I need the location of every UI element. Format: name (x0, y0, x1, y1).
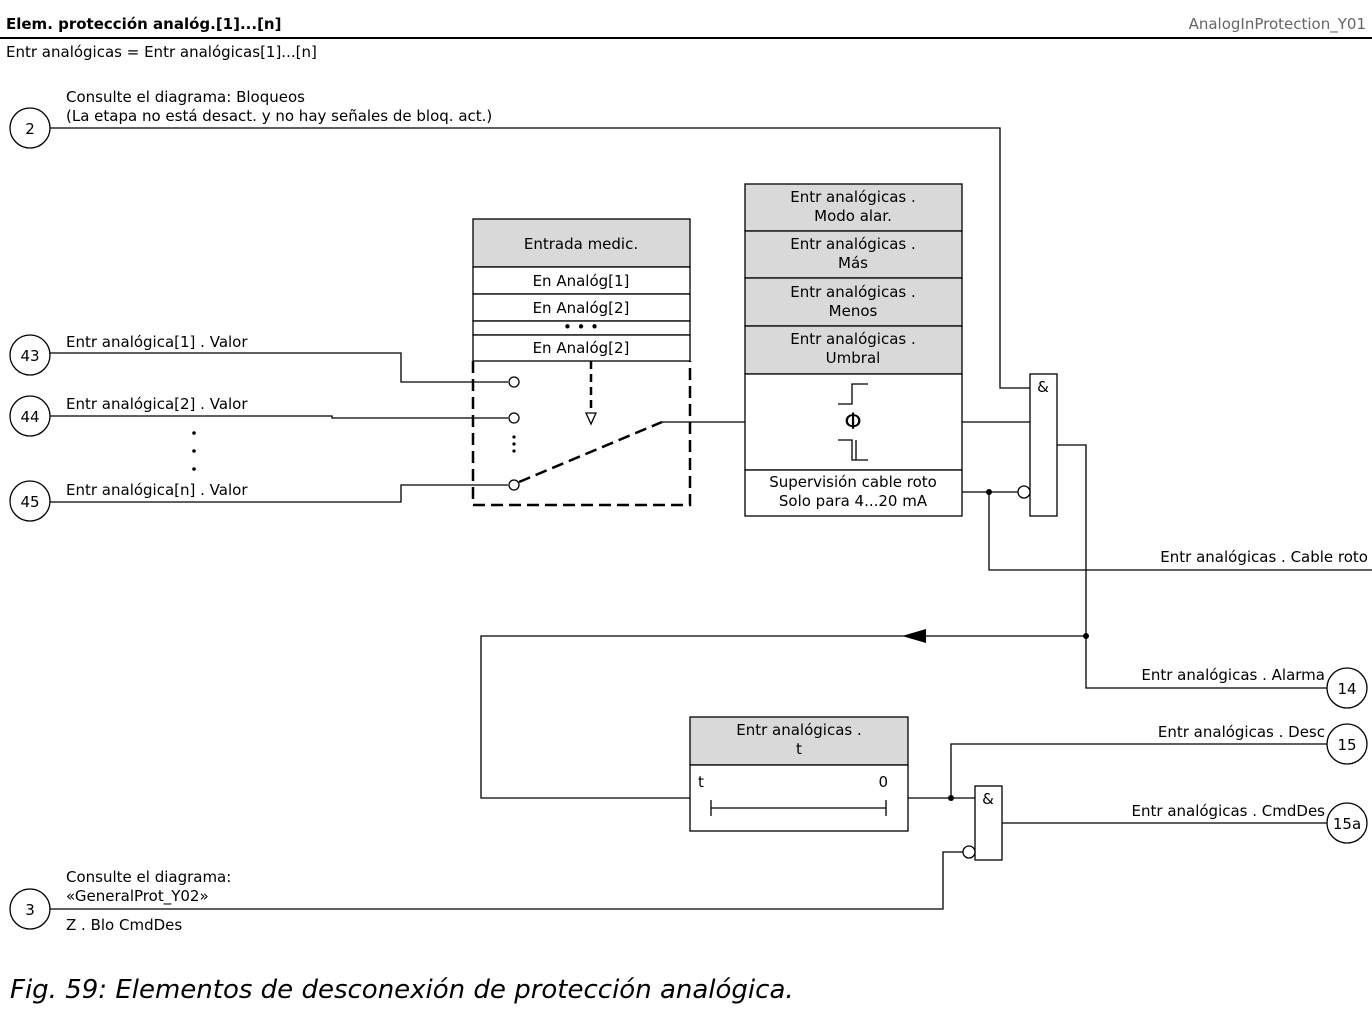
input-43-connector (9, 334, 51, 376)
output-trip-command-label: Entr analógicas . CmdDes (1132, 802, 1326, 820)
output-15a-connector (1326, 802, 1368, 844)
output-14-number: 14 (1337, 680, 1356, 698)
falling-edge-icon (838, 439, 868, 461)
diagram-subtitle: Entr analógicas = Entr analógicas[1]...[… (6, 43, 317, 61)
input-3-wire (50, 851, 963, 910)
input-43-wire (50, 352, 508, 383)
analog-settings-block: Entr analógicas . Modo alar. Entr analóg… (744, 183, 963, 517)
figure-caption: Fig. 59: Elementos de desconexión de pro… (10, 975, 794, 1005)
and-gate-inverted-input (962, 845, 976, 859)
diagram-id: AnalogInProtection_Y01 (1189, 15, 1366, 34)
timer-block: Entr analógicas . t t 0 (689, 716, 909, 832)
input-45-number: 45 (20, 493, 39, 511)
input-43-number: 43 (20, 347, 39, 365)
setting-threshold-2: Umbral (826, 349, 881, 367)
output-14-connector (1326, 667, 1368, 709)
supervision-label-2: Solo para 4...20 mA (779, 492, 928, 510)
selector-row: En Analóg[2] (533, 339, 630, 357)
setting-minus-1: Entr analógicas . (790, 283, 916, 301)
output-trip-label: Entr analógicas . Desc (1158, 723, 1325, 741)
diagram-title: Elem. protección analóg.[1]...[n] (6, 15, 281, 33)
and-gate-inverted-input (1017, 485, 1031, 499)
supervision-label-1: Supervisión cable roto (769, 473, 937, 491)
input-44-wire (50, 415, 508, 419)
input-ellipsis-dot (192, 449, 196, 453)
input-selector-switch (471, 361, 745, 507)
input-44-label: Entr analógica[2] . Valor (66, 395, 248, 413)
setting-threshold-1: Entr analógicas . (790, 330, 916, 348)
input-45-label: Entr analógica[n] . Valor (66, 481, 248, 499)
flow-arrow-icon (902, 629, 926, 643)
input-45-connector (9, 480, 51, 522)
input-ellipsis-dot (192, 431, 196, 435)
and-gate-alarm-symbol: & (1037, 378, 1049, 396)
timer-t-label: t (698, 773, 704, 791)
timer-label-2: t (796, 740, 802, 758)
selector-row: En Analóg[2] (533, 299, 630, 317)
measurement-input-table: Entrada medic. En Analóg[1] En Analóg[2]… (472, 218, 691, 362)
setting-alarm-mode-2: Modo alar. (814, 207, 892, 225)
and-gate-alarm (1029, 373, 1058, 517)
rising-edge-icon (838, 383, 868, 405)
output-alarm-label: Entr analógicas . Alarma (1141, 666, 1325, 684)
output-15a-number: 15a (1333, 815, 1361, 833)
and-gate-trip-symbol: & (982, 790, 994, 808)
output-cable-break-label: Entr analógicas . Cable roto (1160, 548, 1368, 566)
setting-plus-2: Más (838, 254, 868, 272)
input-3-label-2: «GeneralProt_Y02» (66, 887, 209, 906)
selector-row: • • • (563, 318, 599, 336)
setting-alarm-mode-1: Entr analógicas . (790, 188, 916, 206)
output-15-number: 15 (1337, 736, 1356, 754)
input-2-number: 2 (25, 120, 35, 138)
input-ellipsis-dot (192, 467, 196, 471)
input-44-number: 44 (20, 408, 39, 426)
input-2-label-1: Consulte el diagrama: Bloqueos (66, 88, 305, 106)
timer-zero-label: 0 (878, 773, 888, 791)
input-3-number: 3 (25, 901, 35, 919)
output-15-connector (1326, 723, 1368, 765)
timer-label-1: Entr analógicas . (736, 721, 862, 739)
alarm-output-wire (1057, 444, 1327, 689)
input-3-signal: Z . Blo CmdDes (66, 916, 182, 934)
setting-minus-2: Menos (829, 302, 878, 320)
input-2-label-2: (La etapa no está desact. y no hay señal… (66, 107, 492, 125)
blocking-wire (50, 127, 1030, 389)
input-45-wire (50, 484, 508, 503)
selector-row: En Analóg[1] (533, 272, 630, 290)
selector-header: Entrada medic. (524, 235, 638, 253)
and-gate-trip-command (974, 785, 1003, 861)
input-43-label: Entr analógica[1] . Valor (66, 333, 248, 351)
phi-symbol: Φ (844, 410, 861, 435)
cable-break-output-wire (988, 492, 1372, 571)
input-3-label-1: Consulte el diagrama: (66, 868, 231, 886)
trip-output-wire (950, 743, 1327, 798)
setting-plus-1: Entr analógicas . (790, 235, 916, 253)
alarm-feedback-wire (480, 635, 1086, 799)
